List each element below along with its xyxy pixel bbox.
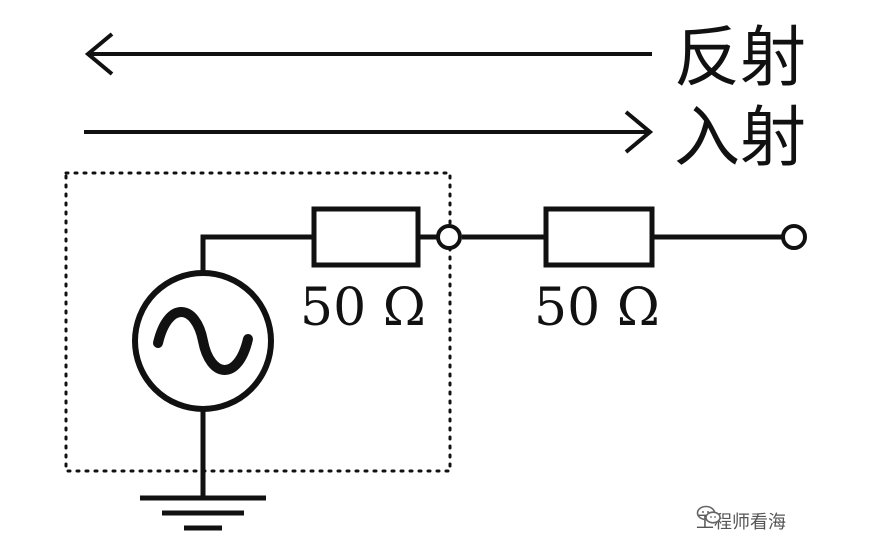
load-resistor-label: 50 Ω bbox=[534, 278, 660, 338]
watermark: 工程师看海 bbox=[696, 505, 876, 537]
incident-label: 入射 bbox=[674, 99, 806, 176]
load-end-terminal bbox=[781, 224, 807, 250]
source-output-terminal bbox=[436, 224, 462, 250]
incident-arrow bbox=[84, 110, 654, 154]
reflected-label: 反射 bbox=[674, 19, 806, 96]
source-resistor bbox=[311, 206, 421, 268]
source-boundary-box bbox=[64, 171, 452, 473]
reflected-arrow bbox=[84, 32, 652, 76]
wechat-chat-icon bbox=[696, 505, 721, 524]
circuit-wires bbox=[200, 234, 782, 496]
ac-source-icon bbox=[132, 270, 274, 412]
source-resistor-label: 50 Ω bbox=[300, 278, 426, 338]
ground-icon bbox=[140, 495, 266, 531]
load-resistor bbox=[543, 206, 655, 268]
